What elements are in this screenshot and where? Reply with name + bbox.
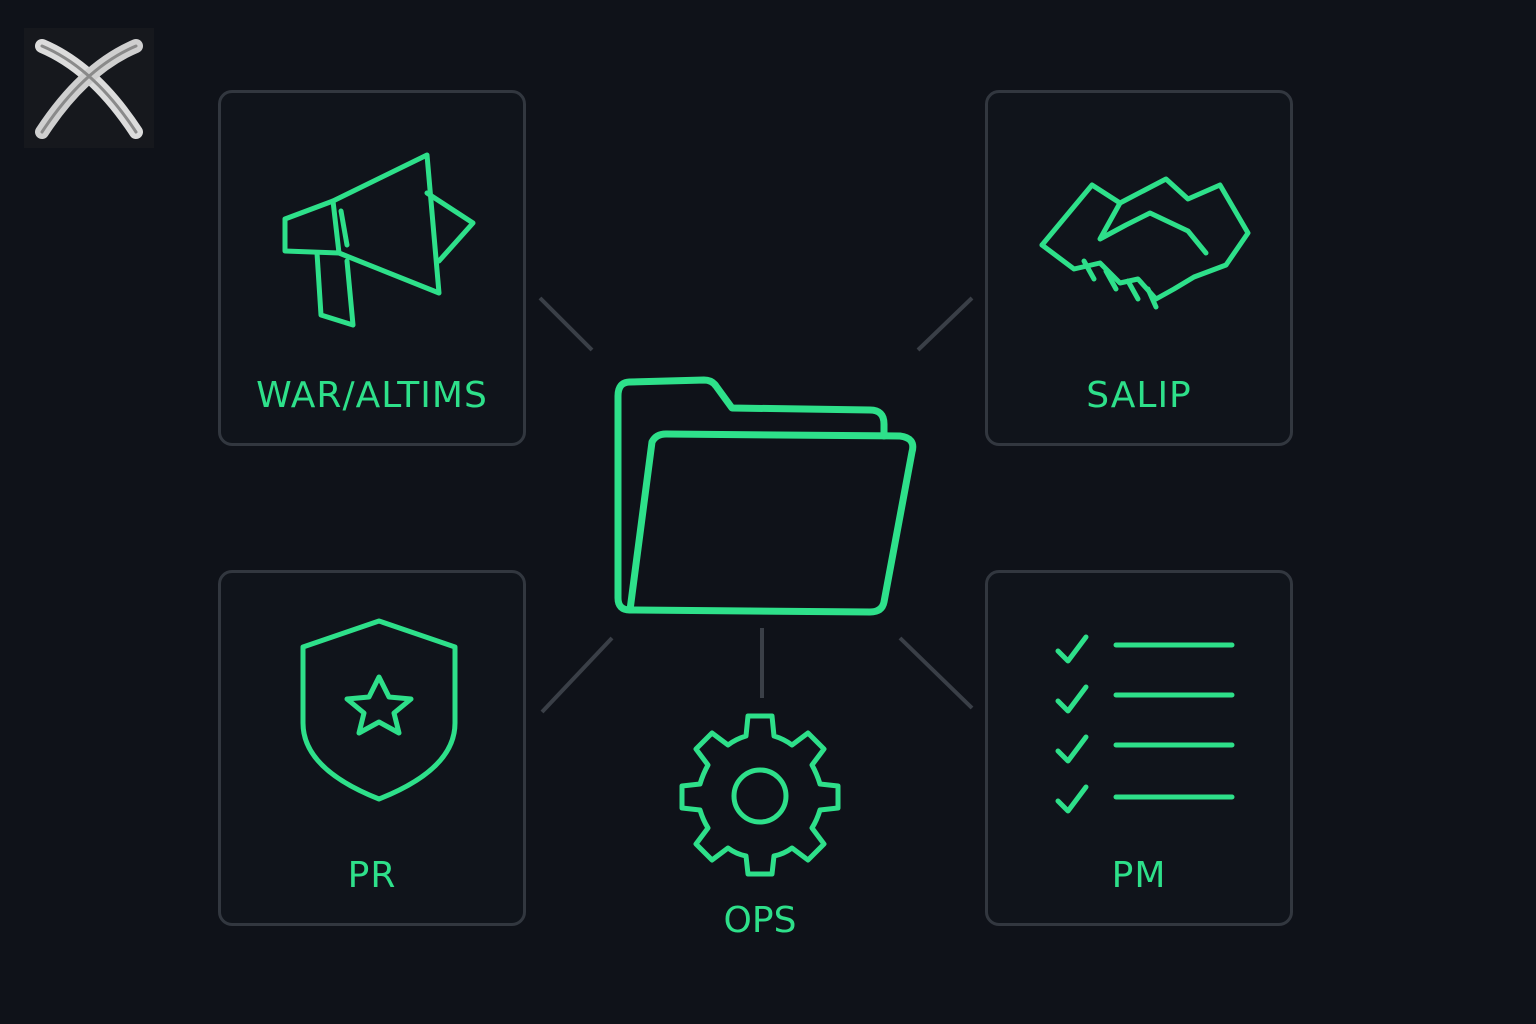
card-label-bottom-right: PM xyxy=(1111,855,1167,896)
card-top-left[interactable]: WAR/ALTIMS xyxy=(218,90,526,446)
logo xyxy=(24,28,154,148)
ops-label: OPS xyxy=(723,900,797,941)
connector-top-left xyxy=(538,296,594,352)
connector-bottom-right xyxy=(898,636,974,710)
card-label-top-right: SALIP xyxy=(1086,375,1192,416)
crossed-orbits-logo xyxy=(35,39,143,139)
card-label-top-left: WAR/ALTIMS xyxy=(256,375,488,416)
card-top-right[interactable]: SALIP xyxy=(985,90,1293,446)
checklist-icon xyxy=(1055,634,1235,814)
folder-icon[interactable] xyxy=(600,370,930,630)
gear-icon[interactable] xyxy=(670,704,850,884)
card-bottom-left[interactable]: PR xyxy=(218,570,526,926)
card-bottom-right[interactable]: PM xyxy=(985,570,1293,926)
megaphone-icon xyxy=(282,152,476,328)
handshake-icon xyxy=(1039,176,1251,310)
connector-bottom-left xyxy=(540,636,614,714)
card-label-bottom-left: PR xyxy=(347,855,397,896)
shield-star-icon xyxy=(300,618,458,802)
connector-top-right xyxy=(916,296,974,352)
